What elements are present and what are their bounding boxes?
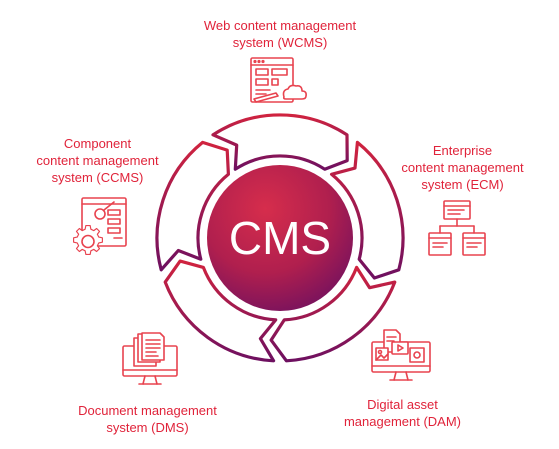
segment-bottom-right	[269, 265, 397, 363]
ccms-label-line-2: content management	[36, 153, 159, 168]
dms-label-line-2: system (DMS)	[106, 420, 189, 435]
segment-bottom-left	[163, 259, 278, 363]
segment-top	[211, 113, 349, 171]
dms-label: Document management system (DMS)	[60, 402, 235, 436]
wcms-label-line-2: system (WCMS)	[232, 35, 328, 50]
segment-right	[330, 140, 405, 280]
dam-label-line-1: Digital asset	[367, 397, 438, 412]
dms-label-line-1: Document management	[78, 403, 217, 418]
documents-monitor-icon	[122, 332, 178, 385]
dam-label-line-2: management (DAM)	[343, 414, 462, 429]
document-hierarchy-icon	[428, 200, 486, 256]
ccms-label-line-1: Component	[63, 136, 132, 151]
wcms-label: Web content management system (WCMS)	[190, 17, 370, 51]
segment-left	[155, 140, 230, 272]
ccms-label: Component content management system (CCM…	[20, 135, 175, 186]
media-assets-monitor-icon	[371, 329, 431, 381]
cms-hub-label: CMS	[229, 212, 331, 264]
ecm-label-line-1: Enterprise	[432, 143, 493, 158]
component-gear-icon	[73, 197, 127, 255]
ccms-label-line-3: system (CCMS)	[51, 170, 144, 185]
cms-hub	[207, 165, 353, 311]
ecm-label: Enterprise content management system (EC…	[390, 142, 535, 193]
web-page-editor-icon	[250, 57, 307, 103]
dam-label: Digital asset management (DAM)	[330, 396, 475, 430]
wcms-label-line-1: Web content management	[203, 18, 357, 33]
ring-segments	[155, 113, 405, 363]
ecm-label-line-2: content management	[401, 160, 524, 175]
ecm-label-line-3: system (ECM)	[421, 177, 504, 192]
